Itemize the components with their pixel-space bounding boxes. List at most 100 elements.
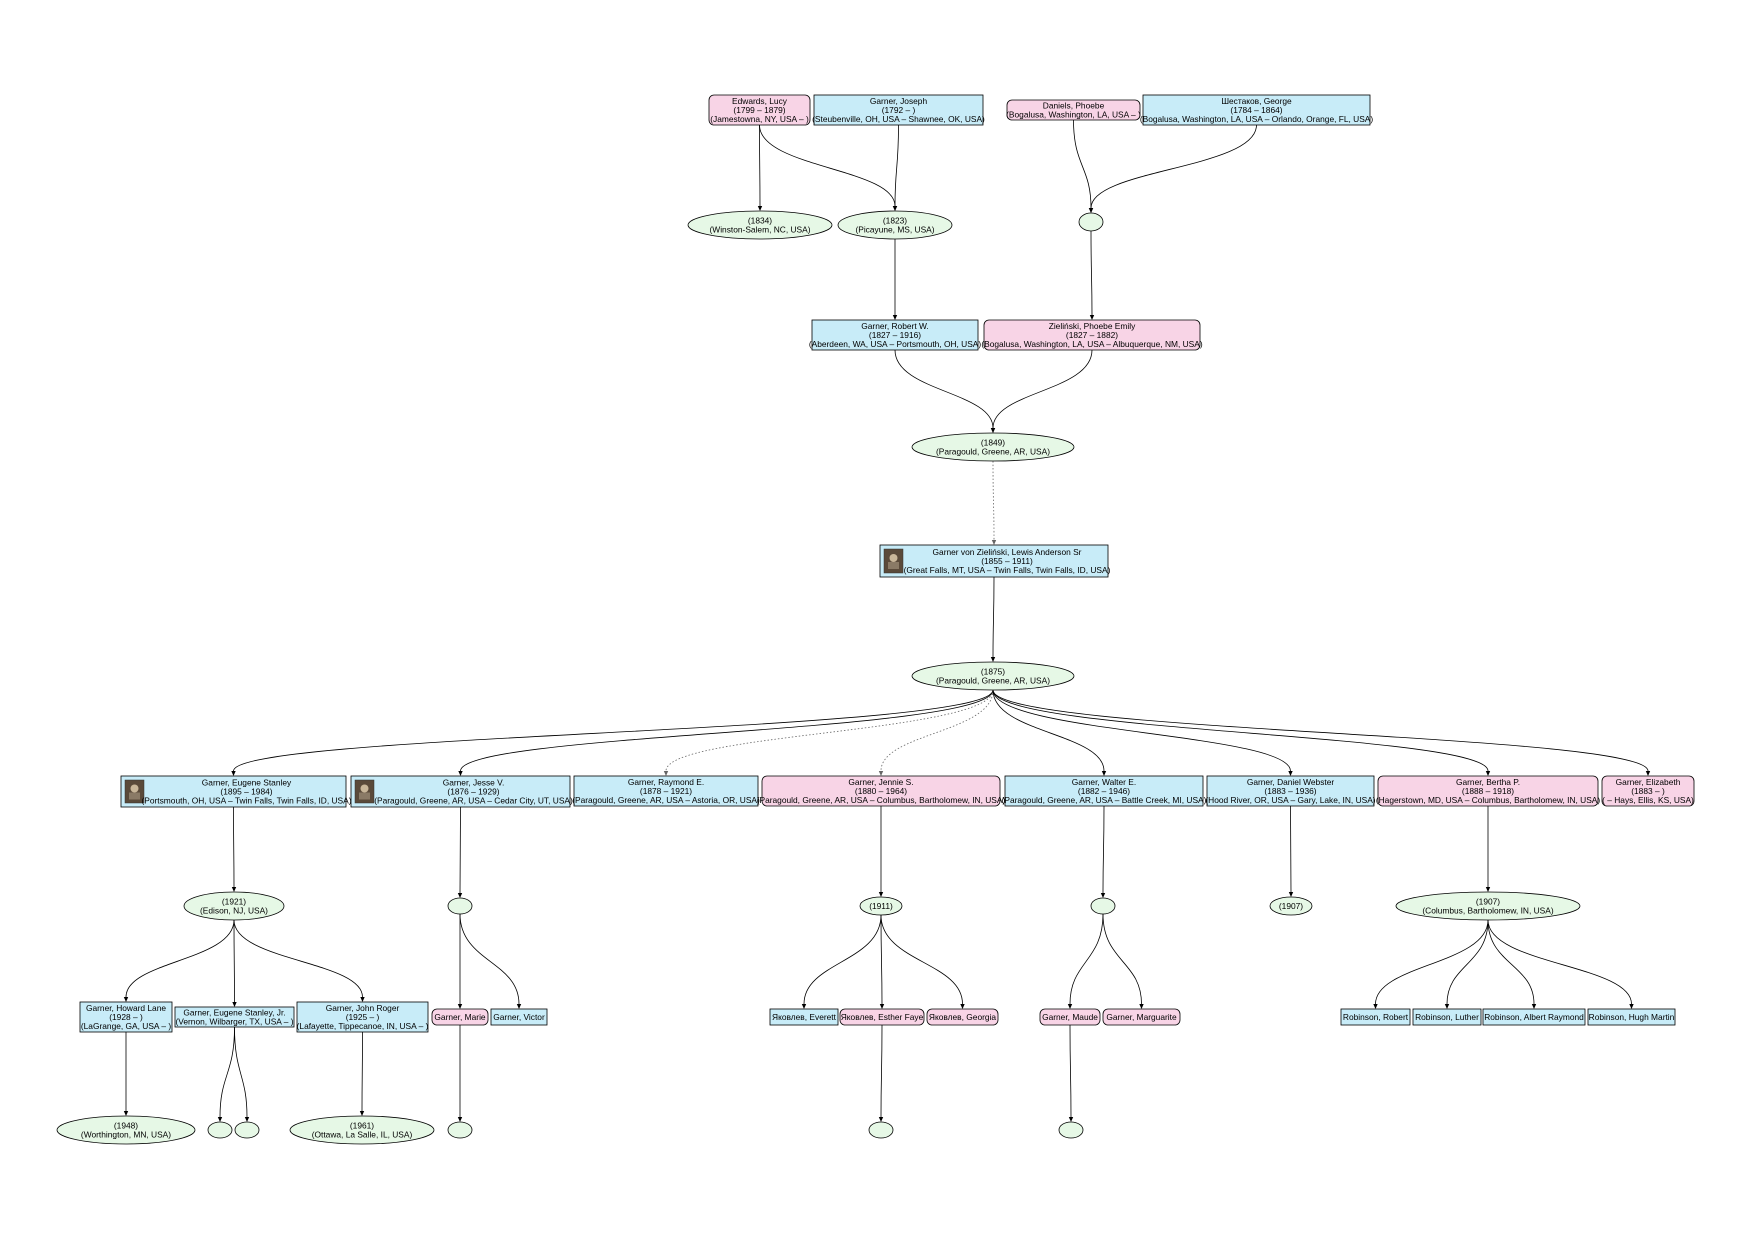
- edge-arrowhead: [1485, 887, 1491, 892]
- person-node-jennie[interactable]: Garner, Jennie S.(1880 – 1964)(Paragould…: [757, 775, 1006, 807]
- person-node-esther[interactable]: Яковлев, Esther Faye: [839, 1008, 925, 1026]
- edge-phoebe_d-to-fdg: [1073, 119, 1092, 209]
- edge-arrowhead: [123, 997, 129, 1002]
- person-node-rob_hugh[interactable]: Robinson, Hugh Martin: [1587, 1008, 1676, 1026]
- family-node-f1875[interactable]: (1875)(Paragould, Greene, AR, USA): [911, 661, 1075, 691]
- person-node-maude[interactable]: Garner, Maude: [1039, 1008, 1101, 1026]
- family-date: (1849): [981, 437, 1005, 447]
- edge-arrowhead: [360, 997, 365, 1002]
- family-ellipse: [183, 891, 285, 921]
- family-node-f1834[interactable]: (1834)(Winston-Salem, NC, USA): [687, 210, 833, 240]
- edge-arrowhead: [878, 892, 884, 897]
- person-node-marie[interactable]: Garner, Marie: [431, 1008, 489, 1026]
- person-node-eugene_jr[interactable]: Garner, Eugene Stanley, Jr.(Vernon, Wilb…: [174, 1006, 295, 1028]
- person-node-phoebe_z[interactable]: Zieliński, Phoebe Emily(1827 – 1882)(Bog…: [981, 319, 1203, 351]
- person-places: (Bogalusa, Washington, LA, USA – Albuque…: [981, 339, 1202, 349]
- family-node-f1911[interactable]: (1911): [859, 896, 903, 916]
- person-node-walter[interactable]: Garner, Walter E.(1882 – 1946)(Paragould…: [1002, 775, 1207, 807]
- person-node-everett[interactable]: Яковлев, Everett: [769, 1008, 839, 1026]
- edge-arrowhead: [663, 771, 669, 776]
- edge-joseph-to-f1823: [894, 124, 899, 207]
- family-node-fmaude[interactable]: [1058, 1121, 1084, 1139]
- person-node-elizabeth[interactable]: Garner, Elizabeth(1883 – )( – Hays, Elli…: [1601, 775, 1695, 807]
- male-person-box: [879, 544, 1109, 578]
- edge-arrowhead: [1089, 315, 1095, 320]
- female-person-box: [1377, 775, 1599, 807]
- person-name: Garner von Zieliński, Lewis Anderson Sr: [933, 547, 1082, 557]
- person-node-lewis[interactable]: Garner von Zieliński, Lewis Anderson Sr(…: [879, 544, 1111, 578]
- edge-f1907b-to-rob_robert: [1375, 919, 1489, 1005]
- male-person-box: [174, 1006, 295, 1028]
- family-node-f1907b[interactable]: (1907)(Columbus, Bartholomew, IN, USA): [1395, 891, 1581, 921]
- person-node-rob_robert[interactable]: Robinson, Robert: [1340, 1008, 1411, 1026]
- person-name: Edwards, Lucy: [732, 96, 788, 106]
- family-node-f1961[interactable]: (1961)(Ottawa, La Salle, IL, USA): [289, 1115, 435, 1145]
- edge-f1911-to-everett: [803, 914, 882, 1005]
- family-node-fej2[interactable]: [234, 1121, 260, 1139]
- family-ellipse: [868, 1121, 894, 1139]
- person-node-howard[interactable]: Garner, Howard Lane(1928 – )(LaGrange, G…: [79, 1001, 173, 1033]
- family-node-fdg[interactable]: [1078, 212, 1104, 232]
- edge-f1875-to-bertha: [992, 689, 1489, 772]
- family-node-fmarie[interactable]: [447, 1121, 473, 1139]
- person-node-joseph[interactable]: Garner, Joseph(1792 – )(Steubenville, OH…: [812, 94, 985, 126]
- person-name: Garner, Marguarite: [1106, 1012, 1177, 1022]
- person-photo-icon: [883, 548, 904, 574]
- male-person-box: [573, 775, 759, 807]
- family-date: (1907): [1279, 901, 1303, 911]
- person-name: Robinson, Hugh Martin: [1589, 1012, 1675, 1022]
- person-node-jesse[interactable]: Garner, Jesse V.(1876 – 1929)(Paragould,…: [350, 775, 573, 808]
- person-name: Garner, Jesse V.: [443, 777, 505, 787]
- person-dates: (1792 – ): [882, 105, 916, 115]
- person-dates: (1882 – 1946): [1078, 786, 1130, 796]
- edge-robert_w-to-f1849: [894, 349, 994, 429]
- person-node-raymond[interactable]: Garner, Raymond E.(1878 – 1921)(Paragoul…: [572, 775, 760, 807]
- person-node-john[interactable]: Garner, John Roger(1925 – )(Lafayette, T…: [296, 1001, 429, 1033]
- person-node-robert_w[interactable]: Garner, Robert W.(1827 – 1916)(Aberdeen,…: [809, 319, 982, 351]
- person-node-georgia[interactable]: Яковлев, Georgia: [926, 1008, 999, 1026]
- family-node-fjesse[interactable]: [447, 897, 473, 915]
- edge-arrowhead: [123, 1111, 129, 1116]
- male-person-box: [1340, 1008, 1411, 1026]
- person-node-daniel[interactable]: Garner, Daniel Webster(1883 – 1936)(Hood…: [1205, 775, 1376, 807]
- family-node-f1921[interactable]: (1921)(Edison, NJ, USA): [183, 891, 285, 921]
- edge-f1875-to-eugene: [233, 689, 994, 772]
- person-dates: (1895 – 1984): [220, 787, 272, 797]
- person-name: Garner, Marie: [434, 1012, 486, 1022]
- edge-fdg-to-phoebe_z: [1090, 230, 1093, 316]
- family-node-f1849[interactable]: (1849)(Paragould, Greene, AR, USA): [911, 432, 1075, 462]
- person-node-lucy[interactable]: Edwards, Lucy(1799 – 1879)(Jamestowna, N…: [708, 94, 811, 126]
- person-dates: (1855 – 1911): [981, 556, 1033, 566]
- family-node-fej1[interactable]: [207, 1121, 233, 1139]
- edge-f1911-to-georgia: [880, 914, 963, 1005]
- person-places: (Hood River, OR, USA – Gary, Lake, IN, U…: [1205, 795, 1375, 805]
- family-ellipse: [447, 1121, 473, 1139]
- edge-fjesse-to-victor: [459, 913, 520, 1005]
- family-node-festher[interactable]: [868, 1121, 894, 1139]
- person-node-victor[interactable]: Garner, Victor: [490, 1008, 548, 1026]
- male-person-box: [1142, 94, 1371, 126]
- person-node-eugene[interactable]: Garner, Eugene Stanley(1895 – 1984)(Port…: [120, 775, 352, 808]
- family-node-f1948[interactable]: (1948)(Worthington, MN, USA): [56, 1115, 196, 1145]
- edge-arrowhead: [1288, 892, 1294, 897]
- person-node-rob_luther[interactable]: Robinson, Luther: [1412, 1008, 1482, 1026]
- person-node-bertha[interactable]: Garner, Bertha P.(1888 – 1918)(Hagerstow…: [1376, 775, 1601, 807]
- person-node-phoebe_d[interactable]: Daniels, Phoebe(Bogalusa, Washington, LA…: [1006, 99, 1141, 121]
- person-places: (LaGrange, GA, USA – ): [81, 1021, 172, 1031]
- person-node-rob_albert[interactable]: Robinson, Albert Raymond: [1482, 1008, 1586, 1026]
- person-node-george[interactable]: Шестаков, George(1784 – 1864)(Bogalusa, …: [1140, 94, 1374, 126]
- family-place: (Ottawa, La Salle, IL, USA): [312, 1130, 413, 1140]
- family-node-fwalter[interactable]: [1090, 897, 1116, 915]
- person-node-marguarite[interactable]: Garner, Marguarite: [1102, 1008, 1181, 1026]
- family-node-f1907a[interactable]: (1907): [1269, 896, 1313, 916]
- person-photo-icon: [124, 779, 145, 804]
- family-node-f1823[interactable]: (1823)(Picayune, MS, USA): [837, 210, 953, 240]
- person-dates: (1827 – 1916): [869, 330, 921, 340]
- person-name: Garner, Daniel Webster: [1247, 777, 1335, 787]
- female-person-box: [983, 319, 1201, 351]
- person-name: Garner, Robert W.: [861, 321, 929, 331]
- edge-arrowhead: [879, 1004, 885, 1009]
- person-places: (Vernon, Wilbarger, TX, USA – ): [175, 1017, 293, 1027]
- edge-arrowhead: [991, 540, 997, 545]
- family-date: (1834): [748, 215, 772, 225]
